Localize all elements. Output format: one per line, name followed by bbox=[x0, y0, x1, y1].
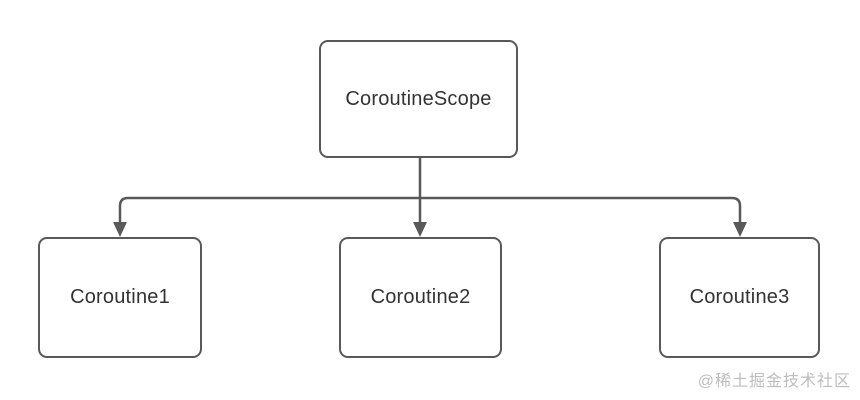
node-coroutinescope-label: CoroutineScope bbox=[345, 87, 492, 110]
edge-root-to-coroutine3 bbox=[420, 196, 742, 224]
node-coroutinescope: CoroutineScope bbox=[319, 40, 518, 158]
edge-root-to-coroutine1 bbox=[118, 196, 420, 224]
arrowhead-coroutine3 bbox=[733, 222, 747, 237]
node-coroutine2: Coroutine2 bbox=[339, 237, 502, 358]
node-coroutine3: Coroutine3 bbox=[659, 237, 820, 358]
node-coroutine1: Coroutine1 bbox=[38, 237, 202, 358]
watermark: @稀土掘金技术社区 bbox=[697, 373, 851, 390]
node-coroutine3-label: Coroutine3 bbox=[689, 286, 790, 308]
arrowhead-coroutine2 bbox=[413, 222, 427, 237]
node-coroutine1-label: Coroutine1 bbox=[70, 286, 170, 308]
node-coroutine2-label: Coroutine2 bbox=[370, 286, 471, 308]
arrowhead-coroutine1 bbox=[113, 222, 127, 237]
